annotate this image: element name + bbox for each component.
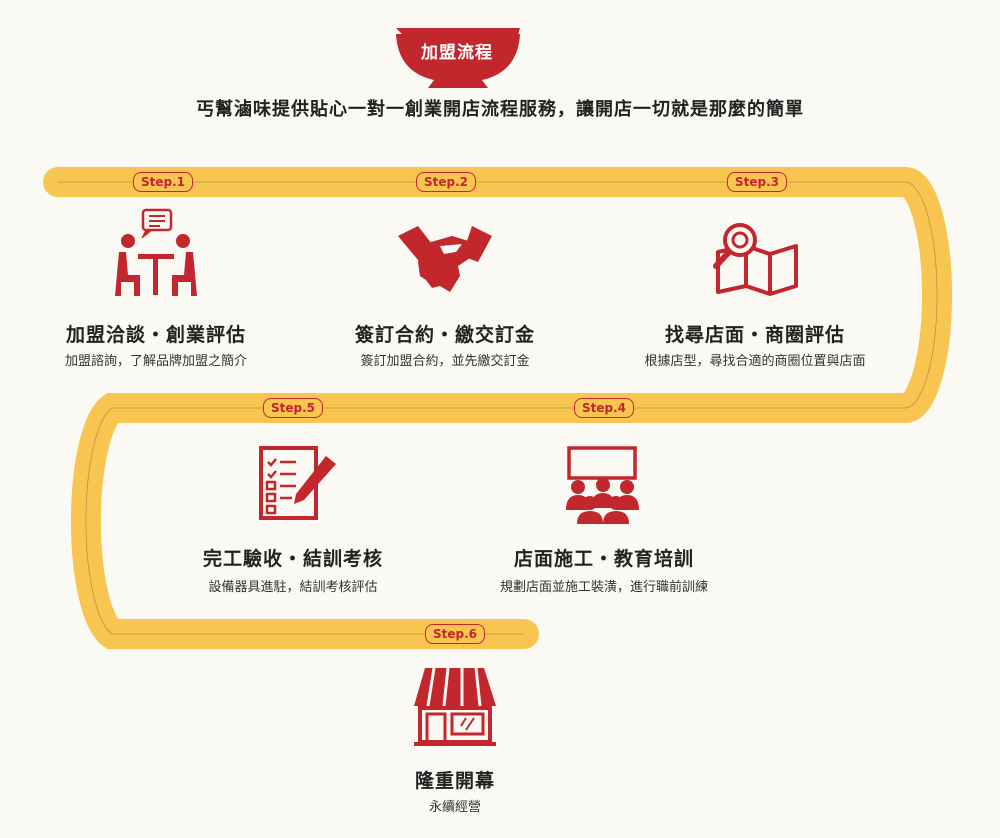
- header-badge-label: 加盟流程: [421, 43, 493, 63]
- page-subtitle: 丐幫滷味提供貼心一對一創業開店流程服務，讓開店一切就是那麼的簡單: [196, 99, 804, 120]
- training-icon: [566, 446, 639, 524]
- step-3-desc: 根據店型，尋找合適的商圈位置與店面: [644, 354, 866, 369]
- step-1-desc: 加盟諮詢，了解品牌加盟之簡介: [64, 354, 247, 369]
- step-5-tag: Step.5: [263, 398, 324, 418]
- step-6-title: 隆重開幕: [414, 770, 495, 792]
- step-2-desc: 簽訂加盟合約，並先繳交訂金: [360, 354, 530, 369]
- bowl-badge-icon: [396, 28, 520, 88]
- step-6-tag: Step.6: [425, 624, 486, 644]
- map-search-icon: [713, 223, 798, 296]
- step-5-desc: 設備器具進駐，結訓考核評估: [208, 580, 378, 595]
- flow-road-centerline: [58, 181, 938, 635]
- step-3-tag: Step.3: [727, 172, 788, 192]
- step-6-desc: 永續經營: [428, 800, 481, 815]
- step-4-desc: 規劃店面並施工裝潢，進行職前訓練: [499, 580, 708, 595]
- meeting-icon: [115, 208, 197, 296]
- step-1-tag: Step.1: [133, 172, 194, 192]
- storefront-icon: [414, 667, 496, 746]
- handshake-icon: [398, 226, 492, 292]
- step-2-title: 簽訂合約・繳交訂金: [354, 324, 535, 346]
- step-3-title: 找尋店面・商圈評估: [664, 324, 845, 346]
- step-2-tag: Step.2: [416, 172, 477, 192]
- checklist-icon: [259, 446, 336, 520]
- step-5-title: 完工驗收・結訓考核: [202, 548, 383, 570]
- step-4-title: 店面施工・教育培訓: [513, 548, 694, 570]
- step-1-title: 加盟洽談・創業評估: [65, 324, 246, 346]
- step-4-tag: Step.4: [574, 398, 635, 418]
